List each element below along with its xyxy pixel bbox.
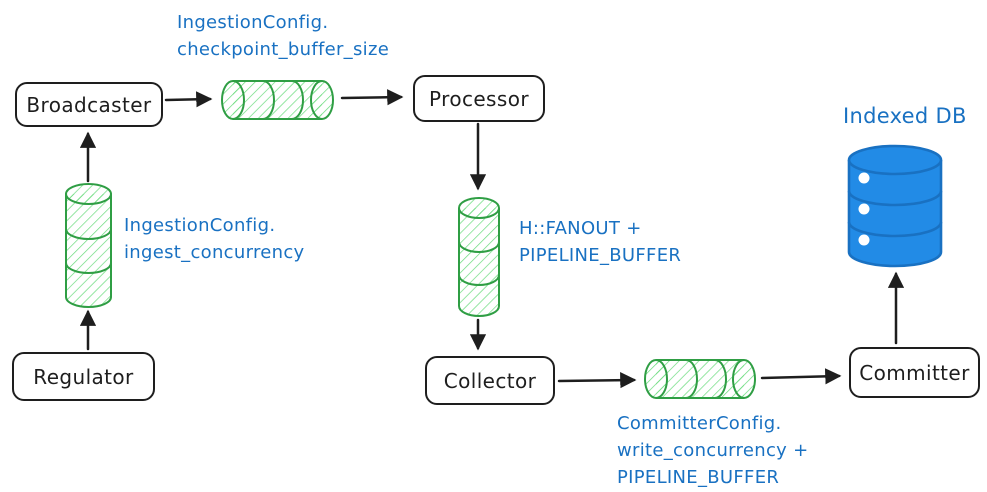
fanout-buffer-label-line2: PIPELINE_BUFFER bbox=[519, 245, 682, 266]
ingest-buffer-label-line1: IngestionConfig. bbox=[124, 215, 276, 236]
node-regulator-label: Regulator bbox=[33, 364, 134, 389]
node-committer: Committer bbox=[849, 347, 980, 398]
node-processor-label: Processor bbox=[429, 86, 529, 111]
committer-buffer-label-line1: CommitterConfig. bbox=[617, 413, 782, 434]
indexed-db-icon bbox=[847, 144, 943, 268]
committer-buffer-label: CommitterConfig. write_concurrency + PIP… bbox=[617, 410, 809, 491]
checkpoint-buffer-label-line2: checkpoint_buffer_size bbox=[177, 39, 390, 60]
arrow-committer-buffer-to-committer bbox=[760, 368, 842, 385]
committer-buffer-label-line3: PIPELINE_BUFFER bbox=[617, 467, 780, 488]
arrow-broadcaster-to-checkpoint-buffer bbox=[164, 91, 213, 108]
node-broadcaster: Broadcaster bbox=[15, 82, 163, 127]
indexed-db-label: Indexed DB bbox=[843, 104, 967, 128]
checkpoint-buffer-label: IngestionConfig. checkpoint_buffer_size bbox=[177, 9, 389, 63]
arrow-checkpoint-buffer-to-processor bbox=[340, 89, 404, 106]
committer-buffer-label-line2: write_concurrency + bbox=[617, 440, 809, 461]
ingest-buffer-label-line2: ingest_concurrency bbox=[124, 242, 305, 263]
fanout-buffer-label-line1: H::FANOUT + bbox=[519, 218, 642, 239]
node-collector: Collector bbox=[425, 356, 555, 405]
node-committer-label: Committer bbox=[859, 360, 970, 385]
ingest-buffer-label: IngestionConfig. ingest_concurrency bbox=[124, 212, 305, 266]
committer-buffer-cylinder-icon bbox=[644, 359, 756, 399]
node-regulator: Regulator bbox=[12, 352, 155, 401]
node-broadcaster-label: Broadcaster bbox=[26, 92, 152, 117]
node-collector-label: Collector bbox=[443, 368, 537, 393]
checkpoint-buffer-cylinder-icon bbox=[221, 80, 334, 120]
fanout-buffer-cylinder-icon bbox=[458, 197, 500, 317]
checkpoint-buffer-label-line1: IngestionConfig. bbox=[177, 12, 329, 33]
arrow-collector-to-committer-buffer bbox=[557, 372, 637, 389]
fanout-buffer-label: H::FANOUT + PIPELINE_BUFFER bbox=[519, 215, 681, 269]
ingest-buffer-cylinder-icon bbox=[65, 183, 112, 308]
node-processor: Processor bbox=[413, 75, 545, 122]
